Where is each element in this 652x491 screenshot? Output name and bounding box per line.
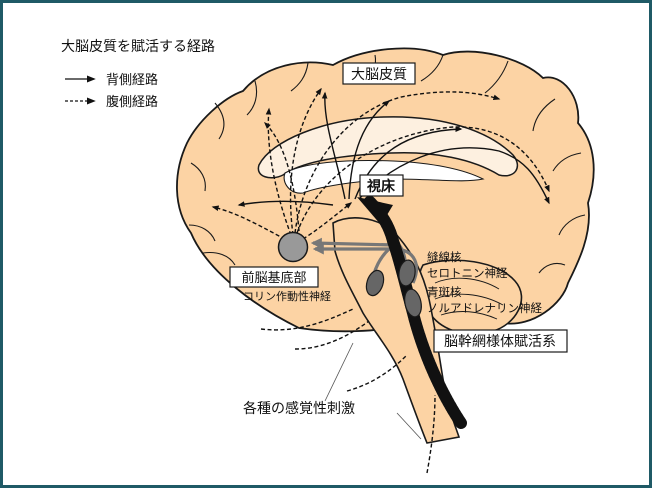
basal-to-thalamus-ventral bbox=[302, 202, 353, 240]
diagram-title: 大脳皮質を賦活する経路 bbox=[61, 39, 215, 55]
stimuli-label: 各種の感覚性刺激 bbox=[243, 400, 355, 417]
stimuli-dashed-2 bbox=[294, 320, 370, 350]
ventral-arrow-4 bbox=[296, 126, 550, 234]
reticular-label: 脳幹網様体賦活系 bbox=[444, 333, 556, 350]
dorsal-arrow-2 bbox=[348, 100, 391, 200]
ventral-arrow-3 bbox=[294, 91, 501, 234]
basal-forebrain-label-box bbox=[229, 266, 319, 288]
locus-coeruleus-nucleus bbox=[398, 259, 416, 287]
raphe-nucleus-lower bbox=[404, 288, 422, 318]
thalamus-label: 視床 bbox=[366, 178, 396, 195]
ventral-arrow-2 bbox=[289, 87, 322, 236]
cortex-label: 大脳皮質 bbox=[351, 67, 407, 83]
stimuli-dashed-4 bbox=[426, 394, 436, 474]
reticular-label-box bbox=[433, 329, 568, 353]
stimuli-dashed-1 bbox=[260, 308, 354, 331]
stimuli-leader-lines bbox=[324, 342, 422, 440]
stimuli-dashed-3 bbox=[346, 354, 408, 392]
raphe-label: 縫線核 bbox=[427, 250, 462, 264]
dorsal-arrow-4 bbox=[358, 147, 550, 205]
brain-pathway-diagram: 大脳皮質を賦活する経路 背側経路 腹側経路 bbox=[61, 39, 595, 474]
dorsal-arrow-1 bbox=[321, 91, 346, 200]
cholinergic-label: コリン作動性神経 bbox=[243, 289, 331, 303]
legend-ventral-label: 腹側経路 bbox=[106, 94, 158, 110]
thalamus-label-box bbox=[359, 174, 404, 197]
ventral-arrow-5 bbox=[211, 205, 286, 240]
dorsal-pathways bbox=[237, 91, 550, 207]
cerebellum-folia bbox=[434, 277, 504, 320]
noradrenaline-label: ノルアドレナリン神経 bbox=[427, 301, 542, 315]
locus-coeruleus-label: 青斑核 bbox=[427, 285, 462, 299]
basal-forebrain-nucleus bbox=[277, 231, 309, 263]
reticular-thick-path bbox=[363, 195, 467, 429]
cortex-label-box bbox=[342, 62, 416, 85]
reticular-to-thalamus-head bbox=[357, 197, 393, 225]
raphe-nucleus-upper bbox=[365, 269, 385, 297]
ventral-pathways bbox=[211, 87, 550, 474]
serotonin-label: セロトニン神経 bbox=[427, 266, 508, 280]
ventral-arrow-6 bbox=[264, 122, 300, 232]
dorsal-arrow-5 bbox=[237, 200, 334, 207]
legend-dorsal-label: 背側経路 bbox=[106, 72, 158, 88]
basal-forebrain-label: 前脳基底部 bbox=[241, 270, 306, 286]
